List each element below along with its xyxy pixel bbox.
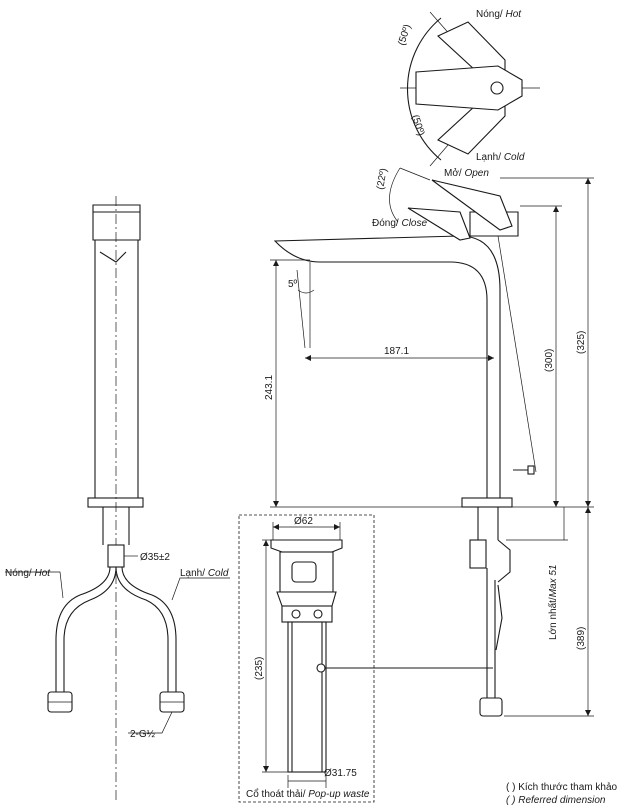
lever-angle-label: (22º) xyxy=(375,167,390,190)
max-deck-italic: Max 51 xyxy=(548,565,559,598)
waste-caption-italic: Pop-up waste xyxy=(308,789,370,800)
side-hose xyxy=(486,568,496,700)
lever-open xyxy=(431,179,513,231)
svg-text:Đóng/ Close: Đóng/ Close xyxy=(372,218,427,229)
cold-angle-label: (50º) xyxy=(409,114,426,138)
notes: ( ) Kích thước tham khảo ( ) Referred di… xyxy=(506,782,618,806)
popup-waste: Ø62 (235) Ø31.75 Cổ thoát thải/ Pop-up w… xyxy=(238,514,493,803)
top-hot-italic: Hot xyxy=(505,9,522,20)
waste-caption: Cổ thoát thải/ xyxy=(246,788,308,800)
front-cold-label: Lạnh/ xyxy=(180,568,208,579)
side-hose-connector xyxy=(479,697,503,717)
waste-body-top xyxy=(279,551,334,593)
svg-text:Lạnh/ Cold: Lạnh/ Cold xyxy=(180,568,229,579)
reference-note: ( ) Kích thước tham khảo xyxy=(506,782,618,793)
top-view: (50º) (50º) Nóng/ Hot Lạnh/ Cold xyxy=(396,9,540,167)
hot-hose-inner xyxy=(63,566,117,692)
waste-frame xyxy=(238,514,375,803)
lever-angle-arc xyxy=(389,167,401,223)
svg-text:Nóng/ Hot: Nóng/ Hot xyxy=(476,9,522,20)
waste-tail-pipe xyxy=(287,621,327,773)
front-cold-italic: Cold xyxy=(208,568,229,579)
hot-hose-outer xyxy=(55,566,111,692)
waste-nut xyxy=(281,605,333,623)
close-label: Đóng/ xyxy=(372,218,401,229)
handle-center-outline xyxy=(415,65,523,111)
top-hot-label: Nóng/ xyxy=(476,9,505,20)
side-shank-nut xyxy=(469,539,487,569)
shank-diameter-label: Ø35±2 xyxy=(140,552,170,563)
tilt-lines xyxy=(296,262,311,349)
open-label: Mở/ xyxy=(444,167,464,179)
top-cold-label: Lạnh/ xyxy=(476,152,504,163)
reference-note-italic: ( ) Referred dimension xyxy=(506,795,606,806)
svg-text:Mở/ Open: Mở/ Open xyxy=(444,167,489,179)
waste-overflow xyxy=(291,561,317,583)
spout-height-label: 243.1 xyxy=(264,375,275,400)
total-height-label: (325) xyxy=(576,331,587,354)
handle-pivot xyxy=(490,81,504,95)
front-spout-tip xyxy=(99,251,127,263)
connection-leader xyxy=(128,711,173,734)
front-view: Ø35±2 Nóng/ Hot Lạnh/ Cold 2-G½ xyxy=(5,196,230,800)
side-view: 187.1 243.1 (300) (325) (389) Lớn nhất/M… xyxy=(264,167,594,717)
front-hot-italic: Hot xyxy=(34,568,51,579)
connection-label: 2-G½ xyxy=(130,729,156,740)
close-italic: Close xyxy=(401,218,427,229)
side-base xyxy=(461,497,513,508)
svg-text:Cổ thoát thải/ Pop-up waste: Cổ thoát thải/ Pop-up waste xyxy=(246,788,370,800)
lever-closed xyxy=(407,207,471,241)
reach-label: 187.1 xyxy=(384,346,409,357)
hot-angle-label: (50º) xyxy=(396,23,413,47)
cold-hose-inner xyxy=(115,566,169,692)
cold-hose-outer xyxy=(121,566,177,692)
handle-height-label: (300) xyxy=(544,349,555,372)
svg-text:Lạnh/ Cold: Lạnh/ Cold xyxy=(476,152,525,163)
front-cold-leader xyxy=(171,577,230,601)
max-deck-label: Lớn nhất/ xyxy=(547,597,559,640)
svg-text:Lớn nhất/Max 51: Lớn nhất/Max 51 xyxy=(547,565,559,641)
front-hot-leader xyxy=(5,571,64,599)
front-body xyxy=(94,240,139,498)
svg-text:Nóng/ Hot: Nóng/ Hot xyxy=(5,568,51,579)
front-hot-label: Nóng/ xyxy=(5,568,34,579)
waste-flange xyxy=(270,539,343,553)
side-spout-body xyxy=(273,235,501,501)
below-deck-label: (389) xyxy=(576,627,587,650)
waste-length-label: (235) xyxy=(254,657,265,680)
rotation-arc xyxy=(407,17,442,161)
side-popup-bracket xyxy=(497,539,511,583)
front-base xyxy=(87,497,144,508)
front-handle xyxy=(92,204,141,241)
open-italic: Open xyxy=(464,168,489,179)
front-shank-nut xyxy=(107,544,125,568)
top-cold-italic: Cold xyxy=(504,152,525,163)
waste-bottom-dia-label: Ø31.75 xyxy=(324,768,357,779)
tilt-label: 5º xyxy=(288,279,298,290)
waste-top-dia-label: Ø62 xyxy=(294,516,313,527)
